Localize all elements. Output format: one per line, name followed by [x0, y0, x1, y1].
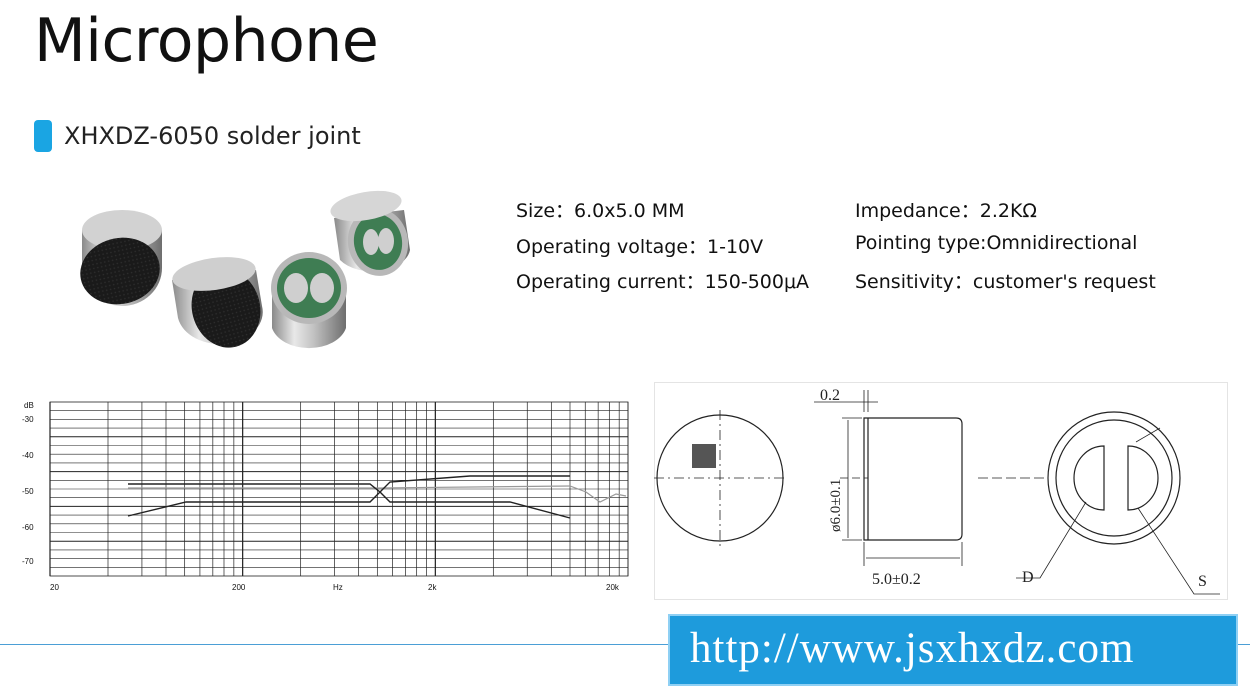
y-tick-label: -30 — [22, 415, 34, 424]
microphone-photo — [80, 190, 410, 349]
dim-length-label: 5.0±0.2 — [872, 571, 921, 588]
page-title: Microphone — [34, 6, 379, 76]
y-tick-label: -50 — [22, 487, 34, 496]
front-view — [654, 410, 788, 546]
spec-size: Size：6.0x5.0 MM — [516, 200, 685, 222]
dimension-drawing: 0.2 ø6.0±0.1 5.0±0.2 D S — [654, 382, 1228, 600]
x-tick-label: 20 — [50, 583, 59, 592]
graph-unit-label: dB — [24, 401, 34, 410]
footer-divider — [0, 644, 1250, 645]
pin-s-label: S — [1198, 573, 1207, 590]
website-banner: http://www.jsxhxdz.com — [668, 614, 1238, 686]
dim-top-label: 0.2 — [820, 387, 840, 404]
frequency-response-graph: dB -30 -40 -50 -60 -70 20 200 Hz 2k 20k — [22, 401, 629, 592]
spec-sensitivity: Sensitivity：customer's request — [855, 271, 1156, 293]
x-tick-label: 200 — [232, 583, 246, 592]
y-tick-label: -40 — [22, 451, 34, 460]
rear-view — [978, 411, 1220, 595]
spec-current: Operating current：150-500μA — [516, 271, 810, 293]
subtitle-marker — [34, 120, 52, 152]
y-tick-label: -60 — [22, 523, 34, 532]
product-subtitle: XHXDZ-6050 solder joint — [64, 122, 361, 150]
side-view — [814, 390, 963, 566]
pin-d-label: D — [1022, 569, 1034, 586]
graph-grid — [49, 401, 629, 577]
upper-limit-curve — [128, 475, 570, 493]
spec-pointing: Pointing type:Omnidirectional — [855, 232, 1138, 254]
x-tick-label: 2k — [428, 583, 437, 592]
website-url[interactable]: http://www.jsxhxdz.com — [690, 625, 1135, 672]
x-tick-label: 20k — [606, 583, 620, 592]
dim-diameter-label: ø6.0±0.1 — [828, 479, 844, 532]
response-curve — [128, 485, 627, 503]
y-tick-label: -70 — [22, 557, 34, 566]
spec-voltage: Operating voltage：1-10V — [516, 236, 764, 258]
lower-limit-curve — [127, 491, 571, 519]
x-tick-label: Hz — [333, 583, 343, 592]
spec-impedance: Impedance：2.2KΩ — [855, 200, 1037, 222]
